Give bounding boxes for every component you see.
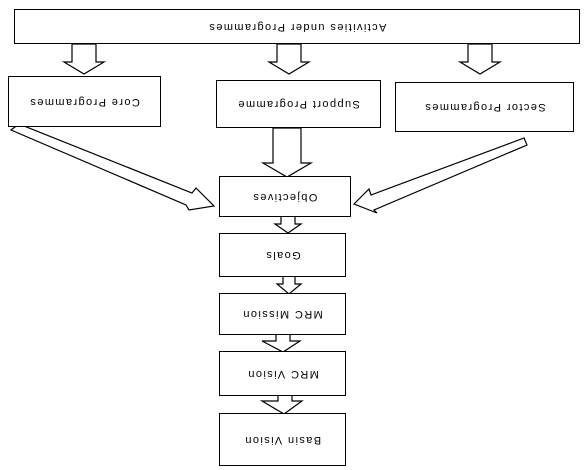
goals-label: Goals — [264, 249, 301, 261]
activities-label: Activities under Programmes — [207, 20, 387, 33]
basin-vision-label: Basin Vision — [243, 433, 322, 446]
arrow-activities-to-core — [61, 43, 107, 75]
arrow-goals-to-mission — [275, 275, 303, 295]
arrow-vision-to-basin — [259, 394, 304, 415]
goals-box: Goals — [219, 233, 346, 277]
objectives-box: Objectives — [219, 176, 351, 217]
mrc-mission-box: MRC Mission — [219, 293, 346, 335]
core-programmes-label: Core Programmes — [29, 95, 140, 108]
support-programme-label: Support Programme — [237, 98, 360, 110]
activities-box: Activities under Programmes — [14, 9, 580, 44]
arrow-mission-to-vision — [261, 333, 303, 353]
arrow-activities-to-support — [266, 43, 312, 75]
sector-programmes-box: Sector Programmes — [395, 82, 574, 132]
mrc-vision-label: MRC Vision — [246, 367, 319, 380]
sector-programmes-label: Sector Programmes — [423, 101, 546, 113]
mrc-vision-box: MRC Vision — [219, 351, 346, 396]
arrow-activities-to-sector — [457, 43, 503, 75]
arrow-sector-to-objectives — [352, 137, 528, 214]
arrow-objectives-to-goals — [273, 215, 303, 234]
basin-vision-box: Basin Vision — [219, 413, 346, 466]
arrow-core-to-objectives — [9, 123, 216, 211]
mrc-mission-label: MRC Mission — [242, 308, 323, 320]
arrow-support-to-objectives — [260, 127, 314, 178]
core-programmes-box: Core Programmes — [8, 76, 161, 127]
objectives-label: Objectives — [252, 190, 318, 203]
support-programme-box: Support Programme — [216, 80, 381, 128]
